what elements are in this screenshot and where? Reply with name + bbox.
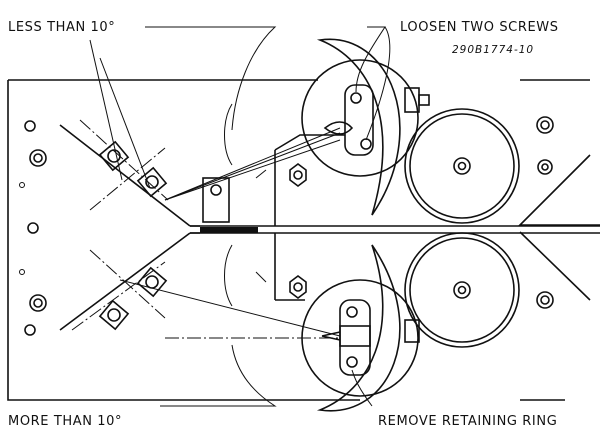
more-than-10-label: MORE THAN 10° [8,414,122,429]
part-number-label: 290B1774-10 [452,44,534,56]
base-plate [7,79,600,401]
less-than-10-label: LESS THAN 10° [8,20,115,35]
mounting-holes [19,116,554,336]
callout-leaders [89,26,391,407]
drive-pulleys [404,108,554,348]
loosen-screws-label: LOOSEN TWO SCREWS [400,20,559,35]
lower-grinder-head [274,233,420,412]
v-block [59,119,191,331]
remove-retaining-ring-label: REMOVE RETAINING RING [378,414,557,429]
angle-indicators [119,103,341,339]
upper-grinder-head [274,38,430,226]
drill-holder [190,177,258,234]
